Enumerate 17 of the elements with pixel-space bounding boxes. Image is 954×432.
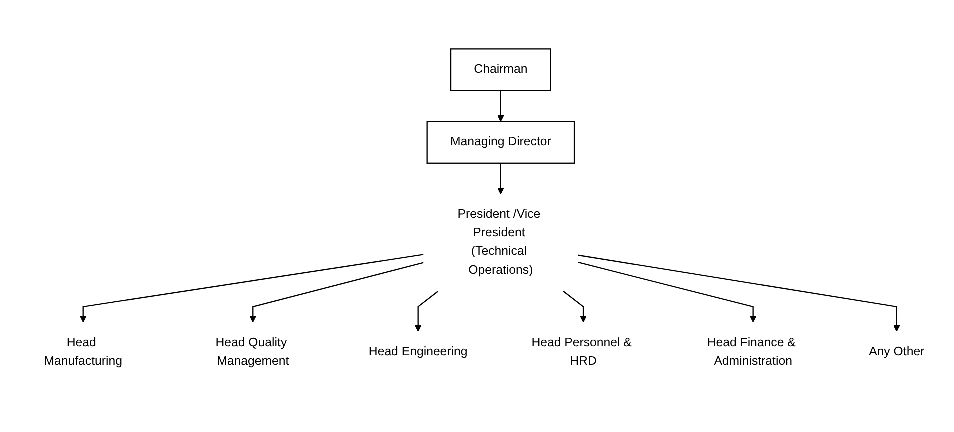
node-text: Head Quality Management xyxy=(216,336,290,368)
arrow xyxy=(414,291,439,332)
node-box: Chairman xyxy=(450,48,552,92)
arrow xyxy=(498,90,504,122)
node-box: Managing Director xyxy=(426,121,576,164)
arrow xyxy=(250,262,424,323)
node-text: Head Personnel & HRD xyxy=(532,336,632,368)
arrow xyxy=(498,164,504,195)
node-text: Any Other xyxy=(869,346,925,359)
node-text: Head Engineering xyxy=(368,346,468,359)
arrow xyxy=(578,254,900,332)
node-text: President /Vice President (Technical Operations) xyxy=(458,208,541,277)
node-text: Head Manufacturing xyxy=(44,336,122,368)
node-text: Head Finance & Administration xyxy=(707,336,796,368)
arrow xyxy=(80,254,424,323)
arrow xyxy=(578,262,757,323)
arrow xyxy=(563,291,587,323)
